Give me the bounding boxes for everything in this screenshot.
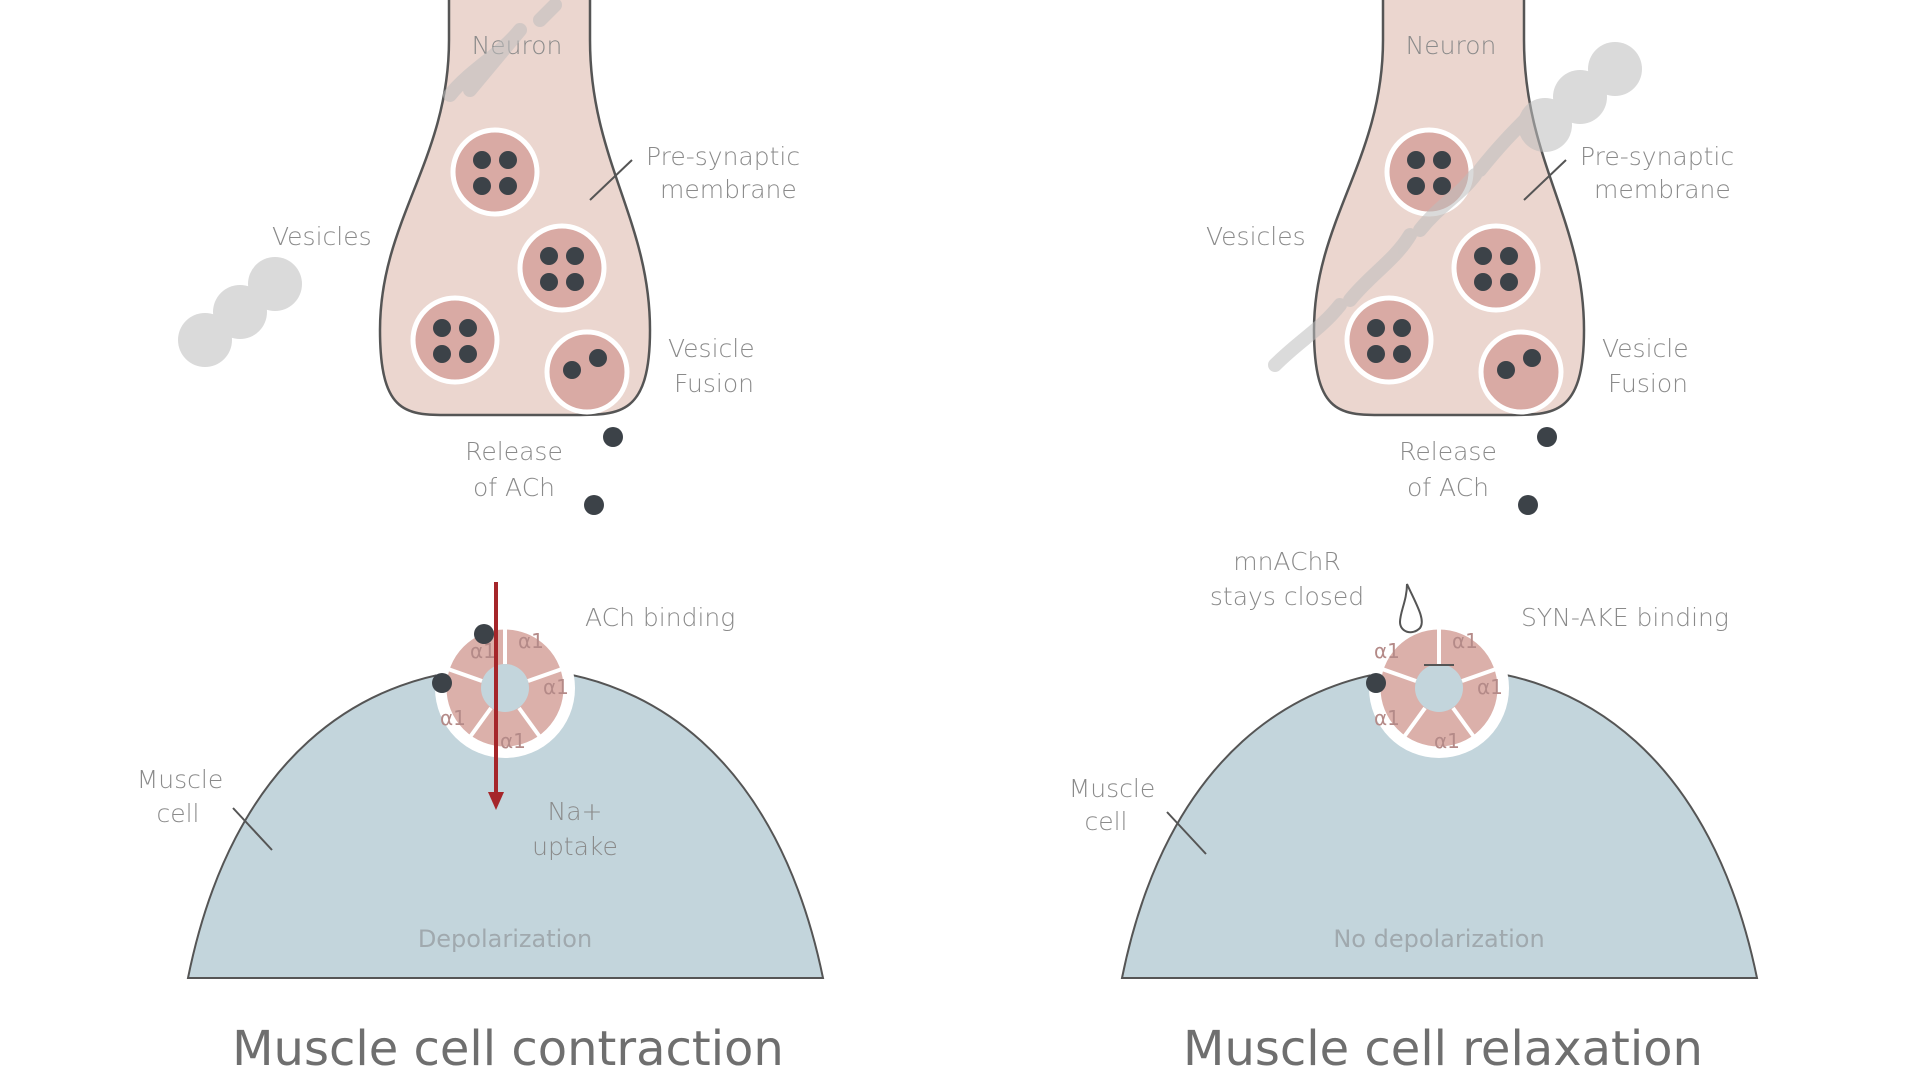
right-release-label: of ACh [1407, 473, 1489, 502]
right-presynaptic-pointer [1523, 159, 1567, 201]
right-presynaptic-label: membrane [1594, 175, 1731, 204]
left-binding-label: ACh binding [585, 603, 735, 632]
right-ach-molecule [1518, 495, 1538, 515]
left-vesicle [450, 127, 540, 217]
right-subunit-label: α1 [1434, 729, 1460, 753]
right-vesicle [1344, 295, 1434, 385]
right-vesicle-fusion-label: Vesicle [1602, 334, 1689, 363]
right-binding-label: SYN-AKE binding [1521, 603, 1729, 632]
left-subunit-label: α1 [543, 675, 569, 699]
watermark-logo-mark [1518, 42, 1642, 152]
left-vesicle-fusion-label: Vesicle [668, 334, 755, 363]
left-ach-molecule [603, 427, 623, 447]
right-ach-molecule [1537, 427, 1557, 447]
right-closed-label: mnAChR [1233, 547, 1341, 576]
right-vesicle [1451, 223, 1541, 313]
left-presynaptic-label: Pre-synaptic [646, 142, 800, 171]
left-panel: α1 α1 α1 α1 α1 Neuron Pre-synaptic membr… [137, 0, 825, 1077]
left-state-label: Depolarization [418, 925, 592, 953]
watermark [178, 0, 1642, 372]
left-receptor: α1 α1 α1 α1 α1 [432, 618, 575, 758]
right-muscle-label: Muscle [1069, 774, 1156, 803]
left-presynaptic-pointer [589, 159, 633, 201]
left-na-label: Na+ [548, 797, 603, 826]
right-vesicles-label: Vesicles [1206, 222, 1306, 251]
right-release-label: Release [1399, 437, 1497, 466]
left-vesicle [517, 223, 607, 313]
left-na-label: uptake [532, 832, 618, 861]
left-subunit-label: α1 [500, 729, 526, 753]
right-subunit-label: α1 [1374, 706, 1400, 730]
left-release-label: of ACh [473, 473, 555, 502]
right-caption: Muscle cell relaxation [1183, 1021, 1703, 1077]
left-na-arrowhead [488, 792, 504, 810]
right-fusing-vesicle [1478, 329, 1564, 415]
right-presynaptic-label: Pre-synaptic [1580, 142, 1734, 171]
left-presynaptic-label: membrane [660, 175, 797, 204]
right-receptor: α1 α1 α1 α1 α1 [1366, 618, 1509, 758]
watermark-logo-mark [178, 257, 302, 367]
right-muscle-pointer [1166, 811, 1207, 855]
left-fusing-vesicle [544, 329, 630, 415]
left-vesicle-fusion-label: Fusion [674, 369, 754, 398]
left-subunit-label: α1 [440, 706, 466, 730]
left-subunit-label: α1 [518, 629, 544, 653]
watermark-lettering [1268, 108, 1537, 372]
right-subunit-label: α1 [1452, 629, 1478, 653]
left-vesicles-label: Vesicles [272, 222, 372, 251]
left-vesicle [410, 295, 500, 385]
right-synake-peptide [1398, 583, 1423, 634]
right-subunit-label: α1 [1374, 639, 1400, 663]
left-ach-molecule [584, 495, 604, 515]
left-caption: Muscle cell contraction [232, 1021, 784, 1077]
left-muscle-pointer [232, 807, 273, 851]
left-release-label: Release [465, 437, 563, 466]
right-state-label: No depolarization [1333, 925, 1544, 953]
right-vesicle-fusion-label: Fusion [1608, 369, 1688, 398]
right-closed-label: stays closed [1210, 582, 1364, 611]
left-muscle-label: cell [156, 799, 199, 828]
right-panel: α1 α1 α1 α1 α1 Neuron Pre-synaptic membr… [1069, 0, 1759, 1077]
left-muscle-label: Muscle [137, 765, 224, 794]
right-muscle-label: cell [1084, 807, 1127, 836]
right-subunit-label: α1 [1477, 675, 1503, 699]
right-neuron-label: Neuron [1406, 31, 1497, 60]
watermark-lettering [443, 0, 562, 102]
